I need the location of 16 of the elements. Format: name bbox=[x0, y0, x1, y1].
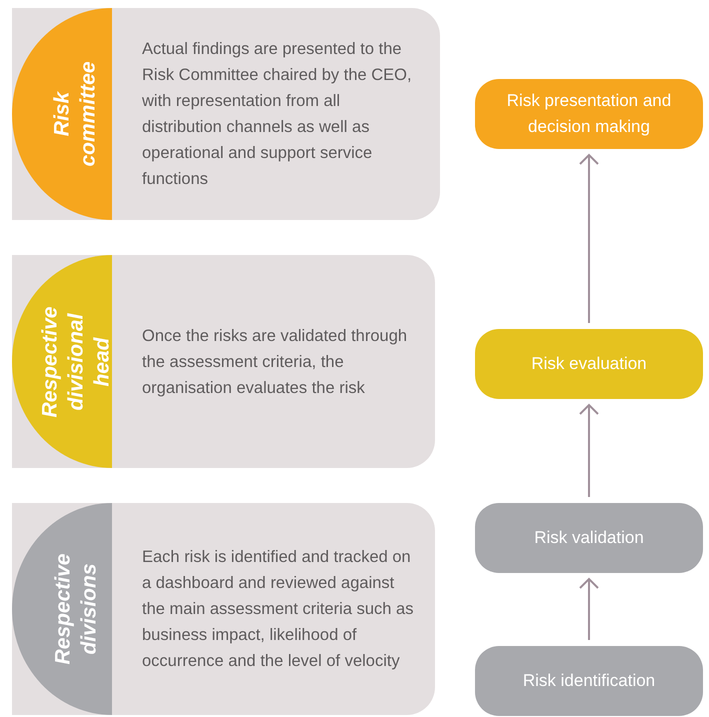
process-box: Risk identification bbox=[475, 646, 703, 716]
info-card bbox=[12, 255, 435, 468]
process-box: Risk evaluation bbox=[475, 329, 703, 399]
process-box: Risk presentation and decision making bbox=[475, 79, 703, 149]
card-description: Each risk is identified and tracked on a dashboard and reviewed against the main assessment criteria such as business impact, likelihood of occurrence and the level of velocity bbox=[142, 547, 414, 672]
arrow bbox=[579, 578, 599, 640]
card-description: Once the risks are validated through the assessment criteria, the organisation evaluates the risk bbox=[142, 326, 408, 398]
arrow bbox=[579, 404, 599, 497]
arrow bbox=[579, 154, 599, 323]
card-description: Actual findings are presented to the Risk Committee chaired by the CEO, with representation from all distribution channels as well as operational and support service functions bbox=[142, 39, 413, 190]
info-card bbox=[12, 503, 435, 715]
process-box: Risk validation bbox=[475, 503, 703, 573]
card-heading: Respective divisional head bbox=[37, 306, 114, 417]
card-heading: Risk committee bbox=[50, 61, 101, 167]
card-heading: Respective divisions bbox=[50, 554, 101, 664]
info-card bbox=[12, 8, 440, 220]
